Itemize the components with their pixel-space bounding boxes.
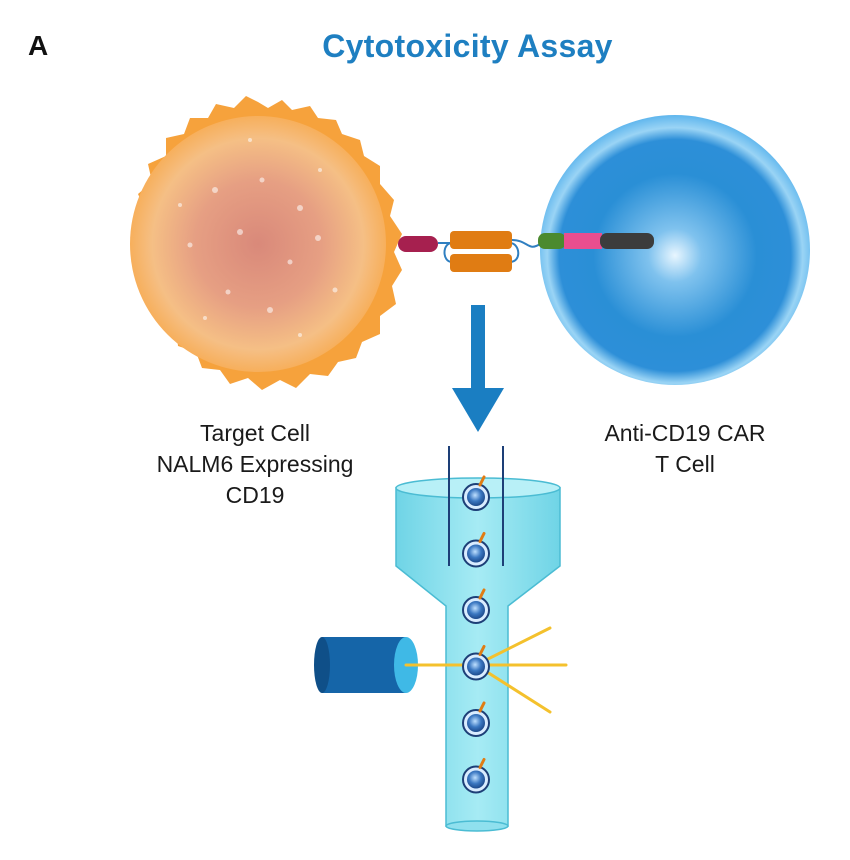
- scfv-connector: [511, 239, 541, 248]
- immune-synapse: [398, 231, 654, 272]
- diagram-title: Cytotoxicity Assay: [322, 28, 613, 64]
- flow-cell-car-tag: [478, 588, 486, 600]
- costimulatory-domain: [564, 233, 602, 249]
- flow-cell-car-tag: [478, 701, 486, 713]
- target-cell-label-line2: NALM6 Expressing: [156, 451, 354, 477]
- target-cell-body: [130, 116, 386, 372]
- flow-cell-5: [462, 701, 490, 737]
- cd3z-domain: [600, 233, 654, 249]
- target-cell-label-line3: CD19: [225, 482, 285, 508]
- flow-cell-4: [462, 645, 490, 681]
- flow-cell-core: [467, 714, 485, 732]
- car-t-cell-label-line1: Anti-CD19 CAR: [604, 420, 766, 446]
- flow-cell-6: [462, 758, 490, 794]
- flow-cell-core: [467, 488, 485, 506]
- target-cell-label: Target Cell NALM6 Expressing CD19: [130, 418, 380, 511]
- car-t-cell-label-line2: T Cell: [655, 451, 715, 477]
- flow-cell-core: [467, 770, 485, 789]
- flow-cell-core: [467, 657, 485, 676]
- cd19-antigen: [398, 236, 438, 252]
- panel-letter: A: [28, 30, 49, 61]
- car-t-cell-body: [540, 115, 810, 385]
- scfv-heavy-chain: [450, 231, 512, 249]
- laser-source: [314, 637, 418, 693]
- flow-cell-car-tag: [478, 645, 486, 656]
- flow-cell-outlet: [445, 820, 509, 832]
- flow-cell-1: [462, 475, 490, 511]
- down-arrow-icon: [452, 305, 504, 432]
- scfv-light-chain: [450, 254, 512, 272]
- target-cell-granules: [178, 138, 338, 337]
- target-cell: [130, 96, 402, 390]
- flow-cell-car-tag: [478, 532, 486, 543]
- flow-cells: [462, 475, 490, 794]
- flow-cell-core: [467, 544, 485, 563]
- target-cell-label-line1: Target Cell: [200, 420, 310, 446]
- flow-cell-2: [462, 532, 490, 568]
- flow-cell-car-tag: [478, 475, 486, 487]
- hinge-domain: [538, 233, 566, 249]
- flow-cell-car-tag: [478, 758, 486, 769]
- car-t-cell: [540, 115, 810, 385]
- flow-cytometer: [314, 446, 568, 832]
- flow-cell-core: [467, 601, 485, 619]
- flow-cell-3: [462, 588, 490, 624]
- car-t-cell-label: Anti-CD19 CAR T Cell: [575, 418, 795, 480]
